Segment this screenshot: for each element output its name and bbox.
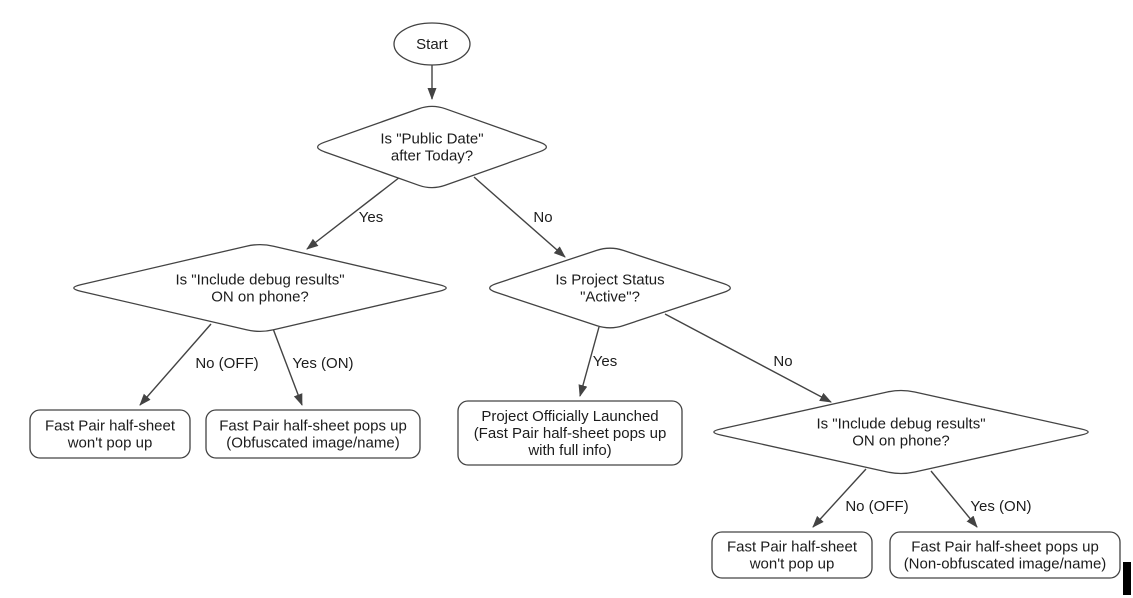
diamond-shape <box>316 105 548 189</box>
node-decision-public-date: Is "Public Date"after Today? <box>316 105 548 189</box>
node-outcome-officially-launched: Project Officially Launched(Fast Pair ha… <box>457 400 683 466</box>
edge-project-status-yes: Yes <box>578 326 617 397</box>
ellipse-shape <box>393 22 471 66</box>
rounded-rect-shape <box>205 409 421 459</box>
diamond-shape <box>713 389 1089 475</box>
edge-label: Yes <box>593 353 617 370</box>
rounded-rect-shape <box>29 409 191 459</box>
node-decision-debug-results-right: Is "Include debug results"ON on phone? <box>713 389 1089 475</box>
connector-line <box>271 325 303 406</box>
edge-public-date-yes: Yes <box>306 176 401 250</box>
edge-label: No (OFF) <box>845 498 908 515</box>
edge-debug-right-no-off: No (OFF) <box>812 468 909 528</box>
rounded-rect-shape <box>889 531 1121 579</box>
edge-label: No (OFF) <box>195 355 258 372</box>
rounded-rect-shape <box>711 531 873 579</box>
connector-line <box>578 326 600 397</box>
edge-label: Yes <box>359 209 383 226</box>
connector-line <box>139 323 212 406</box>
edge-public-date-no: No <box>473 176 566 258</box>
node-label: Fast Pair half-sheet pops up(Obfuscated … <box>219 418 407 452</box>
connector-line <box>473 176 566 258</box>
node-label: Is "Include debug results"ON on phone? <box>175 272 344 306</box>
edge-debug-left-yes-on: Yes (ON) <box>271 325 354 406</box>
node-label: Is "Public Date"after Today? <box>380 131 483 165</box>
node-label: Fast Pair half-sheet pops up(Non-obfusca… <box>904 539 1107 573</box>
node-label: Is "Include debug results"ON on phone? <box>816 416 985 450</box>
connector-line <box>930 470 978 528</box>
edge-debug-right-yes-on: Yes (ON) <box>930 470 1032 528</box>
diamond-shape <box>489 247 731 329</box>
diamond-shape <box>73 243 447 333</box>
edge-project-status-no: No <box>664 313 832 403</box>
edge-debug-left-no-off: No (OFF) <box>139 323 259 406</box>
edge-label: No <box>533 209 552 226</box>
connector-line <box>812 468 867 528</box>
edge-label: Yes (ON) <box>292 355 353 372</box>
node-outcome-non-obfuscated-popup: Fast Pair half-sheet pops up(Non-obfusca… <box>889 531 1121 579</box>
node-label: Start <box>416 36 449 53</box>
connector-line <box>306 176 401 250</box>
edge-label: No <box>773 353 792 370</box>
connector-line <box>664 313 832 403</box>
rounded-rect-shape <box>457 400 683 466</box>
node-decision-debug-results-left: Is "Include debug results"ON on phone? <box>73 243 447 333</box>
text-cursor <box>1123 562 1131 595</box>
node-outcome-obfuscated-popup: Fast Pair half-sheet pops up(Obfuscated … <box>205 409 421 459</box>
node-start-terminator: Start <box>393 22 471 66</box>
edge-label: Yes (ON) <box>970 498 1031 515</box>
node-decision-project-status: Is Project Status"Active"? <box>489 247 731 329</box>
node-label: Project Officially Launched(Fast Pair ha… <box>474 408 667 459</box>
node-label: Is Project Status"Active"? <box>555 272 664 306</box>
